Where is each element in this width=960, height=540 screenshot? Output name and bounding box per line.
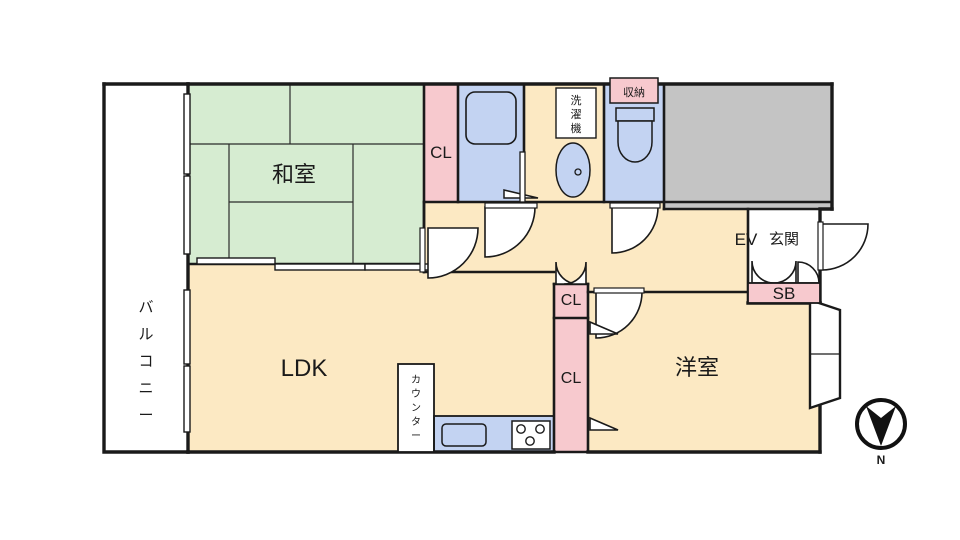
sb-label: SB — [773, 284, 796, 303]
washitsu-label: 和室 — [272, 162, 316, 187]
compass-rose: N — [855, 398, 907, 467]
cl-hall-upper-label: CL — [561, 292, 582, 309]
balcony-label-group: バ ル コ ニ ー — [138, 299, 153, 424]
window-washitsu-lower — [183, 175, 191, 255]
washing-machine-label-3: 機 — [571, 121, 582, 135]
door-ldk-hall[interactable] — [427, 227, 479, 279]
washing-machine-label-2: 濯 — [571, 108, 582, 121]
yoshitsu-label: 洋室 — [675, 355, 719, 380]
balcony-char-4: ニ — [138, 380, 153, 397]
door-cl-lower-bottom[interactable] — [589, 416, 619, 431]
room-labels: 和室 LDK 洋室 EV 玄関 SB 収納 CL CL CL バ ル コ ニ ー… — [138, 86, 799, 442]
tatami-mat-lines — [188, 84, 424, 264]
shunou-outline — [609, 77, 659, 104]
wall-balcony-left — [102, 82, 190, 454]
sliding-door-washitsu-b[interactable] — [274, 263, 366, 271]
burner-icon-2 — [535, 424, 545, 434]
bathtub-icon — [465, 91, 517, 145]
washitsu-fill — [188, 84, 424, 264]
compass-north-label: N — [877, 453, 886, 467]
burner-icon-3 — [525, 436, 535, 446]
hall-right-fill — [664, 209, 748, 292]
counter-char-5: ー — [411, 431, 421, 442]
sb-outline — [747, 282, 821, 304]
door-bath-frame — [519, 151, 526, 203]
counter-char-4: タ — [411, 416, 421, 428]
window-ldk-upper — [183, 289, 191, 365]
balcony-fill — [104, 84, 188, 452]
compass-needle-icon — [866, 406, 896, 446]
elevator-fill — [664, 84, 832, 209]
window-washitsu-upper — [183, 93, 191, 175]
door-entrance[interactable] — [821, 223, 869, 271]
balcony-char-1: バ — [138, 299, 153, 316]
door-yoshitsu[interactable] — [595, 291, 643, 339]
door-cl-upper-right[interactable] — [563, 261, 587, 285]
cl-washitsu-fill — [424, 84, 458, 202]
door-washroom[interactable] — [484, 206, 536, 258]
door-yoshitsu-frame — [593, 287, 645, 294]
door-washroom-frame — [484, 202, 538, 209]
balcony-char-2: ル — [138, 326, 153, 343]
door-toilet-frame — [609, 202, 661, 209]
kitchen-sink-icon — [441, 423, 487, 447]
counter-label-group: カ ウ ン タ ー — [411, 374, 421, 442]
cl-hall-lower-fill — [554, 318, 588, 452]
balcony-char-3: コ — [138, 353, 153, 370]
burner-icon-1 — [516, 424, 526, 434]
kitchen-outline — [433, 415, 555, 453]
sliding-door-washitsu-a[interactable] — [196, 257, 276, 265]
window-ldk-lower — [183, 365, 191, 433]
ldk-label: LDK — [281, 355, 328, 382]
counter-char-1: カ — [411, 374, 421, 386]
door-ldk-hall-frame — [419, 227, 426, 273]
toilet-tank-icon — [615, 107, 655, 122]
balcony-char-5: ー — [138, 407, 153, 424]
counter-char-3: ン — [411, 403, 421, 414]
washing-machine-icon — [555, 87, 597, 139]
washbasin-drain-icon — [574, 168, 582, 176]
cl-hall-lower-label: CL — [561, 370, 582, 387]
door-toilet[interactable] — [611, 206, 659, 254]
genkan-label: 玄関 — [769, 231, 799, 248]
washbasin-icon — [555, 142, 591, 198]
washing-machine-label-1: 洗 — [571, 94, 582, 107]
cl-washitsu-label: CL — [430, 143, 452, 162]
doors — [419, 151, 869, 431]
windows — [183, 93, 842, 433]
shunou-label: 収納 — [623, 86, 645, 99]
ev-label: EV — [735, 230, 758, 249]
toilet-bowl-icon — [617, 120, 653, 163]
cl-hall-upper-fill — [554, 284, 588, 318]
fixtures: 洗 濯 機 — [397, 77, 821, 453]
door-entrance-frame — [817, 221, 824, 271]
counter-outline — [397, 363, 435, 453]
counter-char-2: ウ — [411, 388, 421, 400]
door-cl-lower-top[interactable] — [589, 320, 619, 335]
